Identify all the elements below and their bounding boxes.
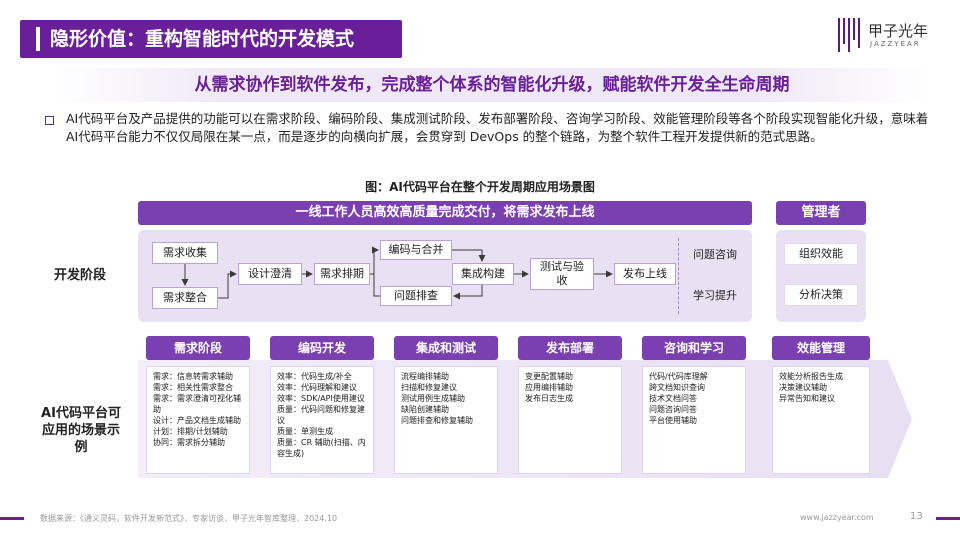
footer-url: www.jazzyear.com: [800, 513, 874, 522]
scenario-list: 流程编排辅助 扫描和修复建议 测试用例生成辅助 缺陷创建辅助 问题排查和修复辅助: [394, 366, 498, 474]
page-number: 13: [910, 511, 923, 522]
scenario-list: 代码/代码库理解 跨文档知识查询 技术文档问答 问题咨询问答 平台使用辅助: [642, 366, 746, 474]
bullet-square-icon: [45, 116, 54, 125]
scenario-item: 问题咨询问答: [649, 405, 697, 414]
scenario-item: 设计：产品文档生成辅助: [153, 416, 241, 425]
logo-text-cn: 甲子光年: [868, 22, 929, 40]
manager-banner: 管理者: [776, 201, 866, 225]
scenario-item: 质量：单测生成: [277, 427, 333, 436]
scenario-col-deploy: 发布部署 变更配置辅助 应用编排辅助 发布日志生成: [518, 336, 622, 474]
scenario-item: 质量：CR 辅助(扫描、内容生成): [277, 438, 366, 458]
figure-caption: 图：AI代码平台在整个开发周期应用场景图: [365, 180, 595, 194]
scenario-item: 需求：相关性需求整合: [153, 383, 233, 392]
scenario-item: 协同：需求拆分辅助: [153, 438, 225, 447]
scenario-item: 决策建议辅助: [779, 383, 827, 392]
scenario-item: 技术文档问答: [649, 394, 697, 403]
flow-box-test-accept: 测试与验收: [530, 258, 594, 290]
flow-box-req-collect: 需求收集: [152, 242, 218, 264]
scenario-title: 需求阶段: [146, 336, 250, 360]
footer-source: 数据来源：《通义灵码，软件开发新范式》，专家访谈，甲子光年智库整理，2024.1…: [40, 514, 338, 523]
scenario-item: 异常告知和建议: [779, 394, 835, 403]
row-label-ai: AI代码平台可应用的场景示例: [41, 406, 121, 455]
dashed-divider: [678, 238, 679, 314]
flow-box-integrate-build: 集成构建: [452, 263, 514, 285]
scenario-item: 需求：信息转需求辅助: [153, 372, 233, 381]
scenario-item: 跨文档知识查询: [649, 383, 705, 392]
scenario-col-coding: 编码开发 效率：代码生成/补全 效率：代码理解和建议 效率：SDK/API使用建…: [270, 336, 374, 474]
scenario-item: 发布日志生成: [525, 394, 573, 403]
scenario-list: 效率：代码生成/补全 效率：代码理解和建议 效率：SDK/API使用建议 质量：…: [270, 366, 374, 474]
scenario-item: 扫描和修复建议: [401, 383, 457, 392]
scenario-title: 发布部署: [518, 336, 622, 360]
scenario-item: 质量：代码问题和修复建议: [277, 405, 365, 425]
scenario-item: 缺陷创建辅助: [401, 405, 449, 414]
scenario-item: 效能分析报告生成: [779, 372, 843, 381]
flow-box-release: 发布上线: [614, 263, 676, 285]
scenario-item: 效率：代码理解和建议: [277, 383, 357, 392]
scenario-item: 效率：代码生成/补全: [277, 372, 352, 381]
flow-box-troubleshoot: 问题排查: [380, 286, 452, 306]
manager-item-org-efficiency: 组织效能: [784, 243, 858, 265]
scenario-title: 咨询和学习: [642, 336, 746, 360]
footer-accent-right: [936, 517, 960, 520]
logo-text-en: JAZZYEAR: [870, 40, 921, 48]
row-label-dev: 开发阶段: [53, 268, 106, 283]
scenario-list: 效能分析报告生成 决策建议辅助 异常告知和建议: [772, 366, 870, 474]
title-accent: [36, 27, 40, 51]
scenario-item: 效率：SDK/API使用建议: [277, 394, 365, 403]
scenario-item: 应用编排辅助: [525, 383, 573, 392]
scenario-item: 测试用例生成辅助: [401, 394, 465, 403]
scenario-col-integration: 集成和测试 流程编排辅助 扫描和修复建议 测试用例生成辅助 缺陷创建辅助 问题排…: [394, 336, 498, 474]
intro-paragraph: AI代码平台及产品提供的功能可以在需求阶段、编码阶段、集成测试阶段、发布部署阶段…: [66, 111, 929, 144]
scenario-item: 需求：需求澄清可视化辅助: [153, 394, 241, 414]
scenario-col-learning: 咨询和学习 代码/代码库理解 跨文档知识查询 技术文档问答 问题咨询问答 平台使…: [642, 336, 746, 474]
scenario-list: 需求：信息转需求辅助 需求：相关性需求整合 需求：需求澄清可视化辅助 设计：产品…: [146, 366, 250, 474]
flow-box-req-integrate: 需求整合: [152, 287, 218, 309]
flow-box-code-merge: 编码与合并: [380, 240, 452, 260]
page-title: 隐形价值：重构智能时代的开发模式: [50, 28, 355, 50]
scenario-title: 集成和测试: [394, 336, 498, 360]
flow-item-consult: 问题咨询: [693, 248, 737, 261]
subtitle-band: 从需求协作到软件发布，完成整个体系的智能化升级，赋能软件开发全生命周期: [52, 68, 930, 102]
flow-box-design: 设计澄清: [238, 263, 302, 285]
subtitle: 从需求协作到软件发布，完成整个体系的智能化升级，赋能软件开发全生命周期: [194, 75, 790, 95]
jazzyear-logo: 甲子光年 JAZZYEAR: [838, 18, 938, 52]
scenario-stripe-arrow-icon: [888, 360, 912, 478]
scenario-item: 计划：排期/计划辅助: [153, 427, 228, 436]
scenario-item: 流程编排辅助: [401, 372, 449, 381]
scenario-title: 编码开发: [270, 336, 374, 360]
flow-item-learn: 学习提升: [693, 289, 737, 302]
scenario-item: 代码/代码库理解: [649, 372, 708, 381]
manager-item-decision: 分析决策: [784, 284, 858, 306]
scenario-list: 变更配置辅助 应用编排辅助 发布日志生成: [518, 366, 622, 474]
scenario-item: 变更配置辅助: [525, 372, 573, 381]
scenario-item: 问题排查和修复辅助: [401, 416, 473, 425]
flow-box-schedule: 需求排期: [314, 263, 370, 285]
title-bar: 隐形价值：重构智能时代的开发模式: [20, 20, 402, 58]
footer-accent-left: [0, 517, 24, 520]
scenario-stripe: [138, 360, 888, 478]
scenario-item: 平台使用辅助: [649, 416, 697, 425]
logo-bars-icon: [838, 18, 864, 52]
scenario-col-requirements: 需求阶段 需求：信息转需求辅助 需求：相关性需求整合 需求：需求澄清可视化辅助 …: [146, 336, 250, 474]
scenario-title: 效能管理: [772, 336, 870, 360]
scenario-col-efficiency: 效能管理 效能分析报告生成 决策建议辅助 异常告知和建议: [772, 336, 870, 474]
delivery-banner: 一线工作人员高效高质量完成交付，将需求发布上线: [138, 201, 752, 225]
